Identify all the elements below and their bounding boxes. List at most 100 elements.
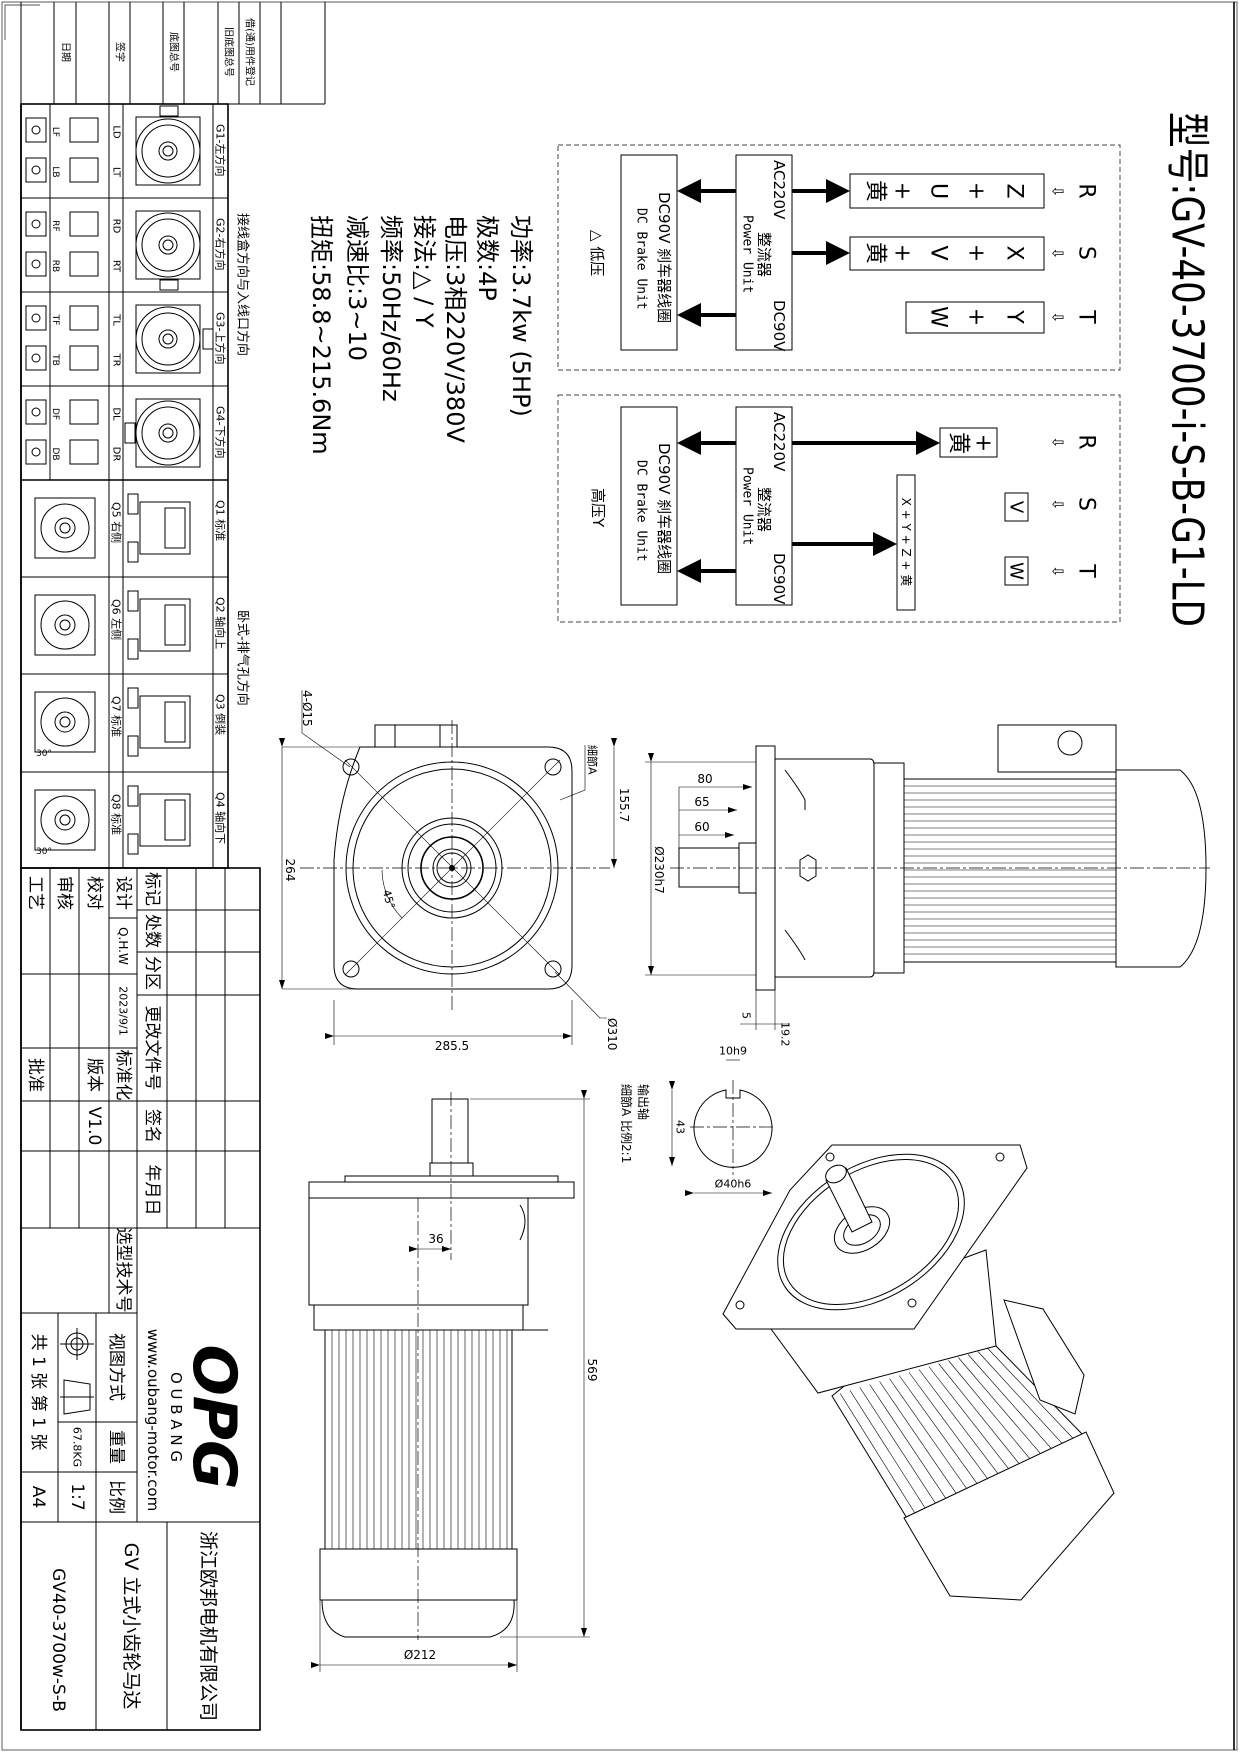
rectifier-ac: AC220V	[770, 412, 788, 472]
mounting-label: G3-上方向	[214, 312, 228, 365]
motor-specs: 功率:3.7kw (5HP) 极数:4P 电压:3相220V/380V 接法:△…	[307, 215, 535, 455]
cooling-fins	[331, 785, 1116, 1549]
weight-value: 67.8KG	[71, 1427, 84, 1467]
scale-value: 1:7	[67, 1483, 87, 1510]
rectifier-box	[735, 406, 793, 606]
phase-s: S	[1074, 497, 1099, 511]
mounting-sub-label: RD	[111, 219, 122, 234]
mounting-sub-label: DR	[111, 447, 122, 462]
brake-unit-box	[620, 154, 678, 351]
terminal-box-icon	[159, 279, 179, 291]
mounting-sub-label: Q8 标准	[110, 794, 124, 835]
mounting-sub-label: Q6 左侧	[110, 599, 123, 640]
terminal: V	[926, 245, 951, 260]
fin-line	[938, 1363, 1032, 1480]
mounting-label: Q3 倒装	[214, 694, 227, 735]
dim-shaft-diameter: Ø40h6	[715, 1178, 752, 1191]
arrow-left-icon: ⇦	[1052, 308, 1065, 326]
strip-signature: 签字	[114, 42, 127, 62]
brand-name: O U B A N G	[167, 1372, 185, 1462]
star-connection: X + Y + Z + 黄	[899, 498, 913, 587]
version-label: 版本	[84, 1058, 104, 1092]
phase-s: S	[1074, 246, 1099, 260]
isometric-view-drawing	[722, 1144, 1115, 1601]
standardization-label: 标准化	[113, 1050, 133, 1101]
version-value: V1.0	[84, 1107, 104, 1146]
detail-subtitle: 細節A 比例2:1	[619, 1084, 634, 1163]
terminal: +	[890, 182, 915, 200]
phase-r: R	[1074, 183, 1099, 198]
role-review: 审核	[54, 876, 74, 910]
terminal: Y	[1002, 309, 1027, 324]
mounting-sub-label: DL	[111, 407, 122, 421]
dim-height-264: 264	[283, 859, 297, 882]
header-horizontal-vent-direction: 卧式-排气孔方向	[235, 610, 251, 706]
fin-line	[987, 1348, 1080, 1445]
dim-key-height: 43	[674, 1120, 687, 1134]
website-link[interactable]: www.oubang-motor.com	[144, 1329, 162, 1511]
terminal: 黄	[946, 432, 971, 454]
terminal: Z	[1002, 183, 1027, 198]
terminal: 黄	[863, 180, 888, 202]
junction-box-icon	[25, 211, 47, 237]
arrow-left-icon: ⇦	[1052, 433, 1065, 451]
phase-r: R	[1074, 434, 1099, 449]
fin-line	[928, 1366, 1023, 1487]
mounting-sub-label: TR	[111, 352, 122, 366]
terminal-v: V	[1006, 501, 1027, 514]
dim-offset-36: 36	[428, 1232, 443, 1246]
rev-header-change-doc: 更改文件号	[142, 1006, 162, 1091]
role-design: 设计	[113, 876, 133, 910]
terminal-box-icon	[202, 328, 214, 350]
model-number: GV40-3700w-S-B	[48, 1568, 68, 1712]
mounting-position-table: 接线盒方向与入线口方向 卧式-排气孔方向 G1-左方向LDLTLFLBG2-右方…	[20, 103, 251, 869]
wiring-diagram-high-voltage: DC90V 刹车器线圈 DC Brake Unit AC220V 整流器 Pow…	[557, 394, 1121, 623]
rectifier-label: 整流器	[755, 487, 773, 532]
terminal: +	[890, 244, 915, 262]
rev-header-signature: 签名	[142, 1109, 162, 1143]
mounting-base-icon	[127, 687, 139, 709]
junction-box-icon	[69, 305, 99, 331]
junction-box-icon	[69, 211, 99, 237]
model-title: 型号:GV-40-3700-i-S-B-G1-LD	[1162, 112, 1213, 627]
wiring-diagram-low-voltage: DC90V 刹车器线圈 DC Brake Unit AC220V 整流器 Pow…	[557, 144, 1121, 371]
mounting-label: Q2 轴向上	[214, 597, 228, 649]
brake-unit-box	[620, 406, 678, 606]
fin-line	[948, 1360, 1042, 1473]
mounting-sub-label: DB	[50, 447, 60, 460]
detail-a-drawing: 10h9 43 Ø40h6 输出轴 細節A 比例2:1	[619, 1045, 775, 1196]
terminal-box-star	[896, 474, 916, 611]
fin-line	[918, 1369, 1013, 1494]
dim-bolt-circle: Ø310	[605, 1018, 619, 1050]
junction-box-icon	[69, 251, 99, 277]
junction-box-icon	[69, 157, 99, 183]
high-voltage-mode: 高压Y	[589, 488, 607, 528]
approve-label: 批准	[25, 1058, 45, 1092]
rectifier-ac: AC220V	[770, 160, 788, 220]
mounting-label: G4-下方向	[214, 406, 228, 459]
mounting-sub-label: LF	[50, 127, 60, 137]
terminal-box-icon	[124, 422, 136, 444]
junction-box-icon	[69, 399, 99, 425]
revision-strip: 日期 签字 底图总号 旧底图总号 借(通)用件登记	[20, 2, 326, 105]
terminal: W	[926, 306, 951, 328]
terminal-box-w	[1004, 556, 1029, 586]
header-terminal-box-direction: 接线盒方向与入线口方向	[235, 213, 251, 356]
rectifier-label: 整流器	[755, 232, 773, 277]
mounting-sub-label: LB	[50, 166, 60, 177]
low-voltage-mode: △ 低压	[588, 230, 606, 276]
spec-connection: 接法:△ / Y	[410, 215, 438, 328]
terminal-box-row-1	[849, 173, 1045, 209]
terminal-box-icon	[159, 105, 179, 117]
dim-angle-45: 45°	[380, 888, 398, 910]
junction-box-icon	[25, 117, 47, 143]
mounting-label: G2-右方向	[214, 218, 228, 271]
mounting-sub-label: LD	[111, 125, 122, 139]
mounting-base-icon	[127, 833, 139, 855]
dim-5: 5	[740, 1012, 753, 1019]
dim-shaft-height: 155.7	[617, 788, 631, 822]
role-check: 校对	[84, 876, 104, 910]
spec-torque: 扭矩:58.8~215.6Nm	[307, 215, 335, 455]
angle-label: 30°	[36, 749, 52, 759]
rectifier-label-en: Power Unit	[740, 215, 755, 293]
